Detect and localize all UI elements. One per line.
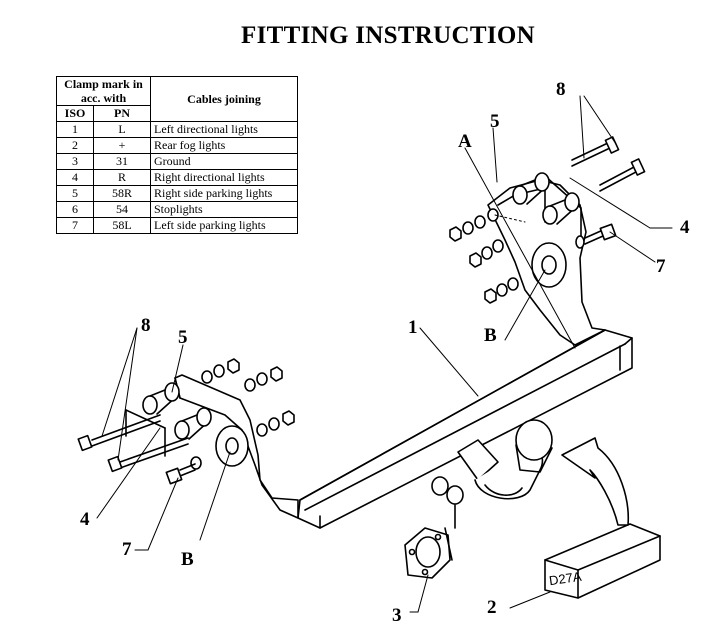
pn-cell: 31 — [93, 153, 151, 170]
iso-cell: 7 — [56, 217, 94, 234]
label-part-7-right: 7 — [656, 256, 666, 277]
label-part-1: 1 — [408, 317, 418, 338]
right-long-bolts — [571, 136, 646, 192]
table-header-row: Clamp mark in acc. with Cables joining — [56, 76, 298, 122]
label-part-5-right: 5 — [490, 111, 500, 132]
left-side-bracket — [125, 374, 299, 519]
desc-cell: Left side parking lights — [150, 217, 298, 234]
label-part-8-right: 8 — [556, 79, 566, 100]
right-short-bolt — [575, 223, 617, 249]
electrical-kit-box — [544, 523, 661, 599]
towbar-crossbar — [297, 329, 633, 529]
label-b-left: B — [181, 549, 194, 570]
label-part-3: 3 — [392, 605, 402, 626]
pn-cell: 58L — [93, 217, 151, 234]
header-pn: PN — [93, 105, 151, 122]
page-title: FITTING INSTRUCTION — [241, 22, 535, 49]
desc-cell: Right side parking lights — [150, 185, 298, 202]
label-b-right: B — [484, 325, 497, 346]
left-long-bolts — [77, 414, 189, 473]
desc-cell: Right directional lights — [150, 169, 298, 186]
right-nuts-washers — [449, 208, 526, 304]
pn-cell: 54 — [93, 201, 151, 218]
socket-plate — [404, 527, 453, 579]
desc-cell: Ground — [150, 153, 298, 170]
label-part-7-left: 7 — [122, 539, 132, 560]
right-reinforcement-disc — [531, 242, 567, 288]
header-cables-joining: Cables joining — [150, 76, 298, 122]
label-part-4-right: 4 — [680, 217, 690, 238]
left-reinforcement-disc — [215, 425, 249, 467]
curved-arrow-icon — [561, 437, 630, 526]
label-part-5-left: 5 — [178, 327, 188, 348]
label-a: A — [458, 131, 472, 152]
label-part-2: 2 — [487, 597, 497, 618]
left-nuts-washers — [201, 358, 295, 437]
header-clamp-mark: Clamp mark in acc. with — [56, 76, 151, 106]
left-short-bolt — [165, 456, 202, 485]
right-spacer-tubes — [512, 172, 580, 225]
leader-lines — [96, 95, 673, 613]
desc-cell: Stoplights — [150, 201, 298, 218]
tow-ball-assembly — [431, 419, 553, 529]
label-part-8-left: 8 — [141, 315, 151, 336]
label-part-4-left: 4 — [80, 509, 90, 530]
cable-joining-table: Clamp mark in acc. with Cables joining I… — [56, 76, 298, 234]
